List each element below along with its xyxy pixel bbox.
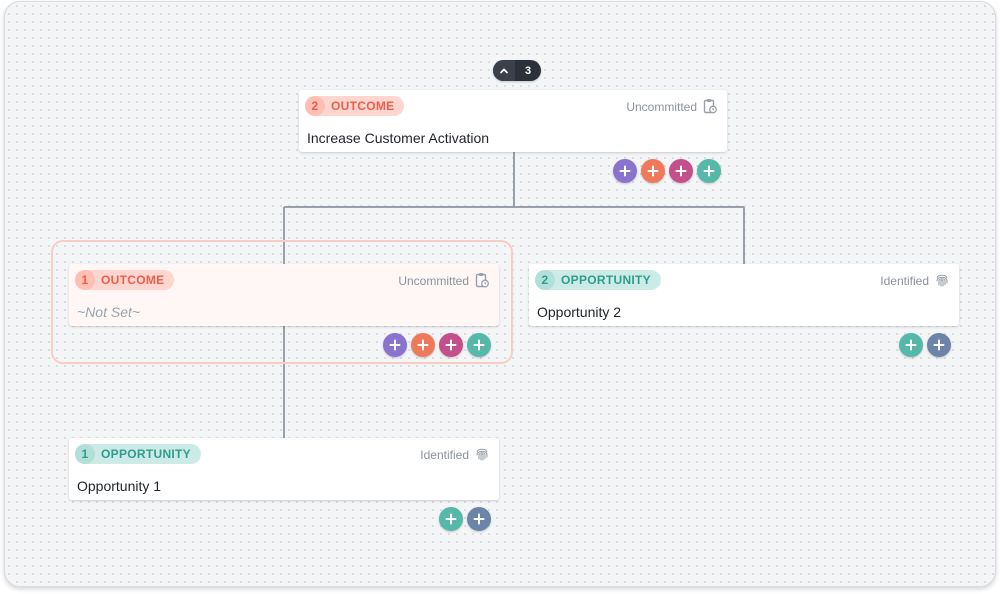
card-title[interactable]: Increase Customer Activation — [307, 130, 490, 146]
card-title[interactable]: Opportunity 1 — [77, 478, 162, 494]
add-opportunity-button[interactable] — [697, 159, 721, 183]
collapse-children-toggle[interactable]: 3 — [493, 60, 541, 81]
add-child-buttons-opportunity-1 — [439, 507, 491, 531]
plus-icon — [445, 513, 457, 525]
card-title-placeholder[interactable]: ~Not Set~ — [77, 304, 141, 320]
card-title[interactable]: Opportunity 2 — [537, 304, 622, 320]
add-magenta-button[interactable] — [669, 159, 693, 183]
outcome-badge: 2 OUTCOME — [305, 96, 405, 116]
plus-icon — [647, 165, 659, 177]
status-label: Identified — [880, 274, 929, 288]
opportunity-badge: 1 OPPORTUNITY — [75, 444, 201, 464]
plus-icon — [619, 165, 631, 177]
status-indicator[interactable]: Identified — [880, 272, 949, 290]
collapsed-count: 3 — [524, 64, 532, 77]
card-outcome-child[interactable]: 1 OUTCOME Uncommitted ~Not Set~ — [69, 264, 499, 326]
status-label: Uncommitted — [398, 274, 469, 288]
fingerprint-icon — [935, 272, 949, 291]
badge-number: 1 — [75, 270, 95, 290]
fingerprint-icon — [475, 446, 489, 465]
add-magenta-button[interactable] — [439, 333, 463, 357]
plus-icon — [445, 339, 457, 351]
add-opportunity-button[interactable] — [439, 507, 463, 531]
selection-highlight — [51, 240, 513, 364]
plus-icon — [389, 339, 401, 351]
plus-icon — [905, 339, 917, 351]
status-label: Uncommitted — [626, 100, 697, 114]
add-slate-button[interactable] — [467, 507, 491, 531]
add-child-buttons-root — [613, 159, 721, 183]
badge-number: 2 — [535, 270, 555, 290]
plus-icon — [417, 339, 429, 351]
card-opportunity-2[interactable]: 2 OPPORTUNITY Identified Opportunity 2 — [529, 264, 959, 326]
status-label: Identified — [420, 448, 469, 462]
tree-connectors — [283, 152, 745, 438]
status-indicator[interactable]: Uncommitted — [398, 272, 489, 290]
badge-number: 1 — [75, 444, 95, 464]
add-child-buttons-opportunity-2 — [899, 333, 951, 357]
chevron-up-icon — [493, 60, 515, 81]
outcome-badge: 1 OUTCOME — [75, 270, 175, 290]
plus-icon — [703, 165, 715, 177]
plus-icon — [933, 339, 945, 351]
add-purple-button[interactable] — [383, 333, 407, 357]
add-outcome-button[interactable] — [411, 333, 435, 357]
badge-label: OUTCOME — [331, 99, 395, 113]
add-outcome-button[interactable] — [641, 159, 665, 183]
card-opportunity-1[interactable]: 1 OPPORTUNITY Identified Opportunity 1 — [69, 438, 499, 500]
badge-label: OPPORTUNITY — [101, 447, 191, 461]
canvas[interactable]: 3 2 OUTCOME Uncommitted Increase Custome… — [4, 1, 996, 587]
add-slate-button[interactable] — [927, 333, 951, 357]
status-indicator[interactable]: Identified — [420, 446, 489, 464]
plus-icon — [675, 165, 687, 177]
status-indicator[interactable]: Uncommitted — [626, 98, 717, 116]
badge-label: OUTCOME — [101, 273, 165, 287]
add-opportunity-button[interactable] — [467, 333, 491, 357]
opportunity-badge: 2 OPPORTUNITY — [535, 270, 661, 290]
clipboard-clock-icon — [703, 98, 717, 117]
add-child-buttons-outcome — [383, 333, 491, 357]
clipboard-clock-icon — [475, 272, 489, 291]
plus-icon — [473, 339, 485, 351]
badge-number: 2 — [305, 96, 325, 116]
add-purple-button[interactable] — [613, 159, 637, 183]
plus-icon — [473, 513, 485, 525]
card-outcome-root[interactable]: 2 OUTCOME Uncommitted Increase Customer … — [299, 90, 727, 152]
add-opportunity-button[interactable] — [899, 333, 923, 357]
badge-label: OPPORTUNITY — [561, 273, 651, 287]
